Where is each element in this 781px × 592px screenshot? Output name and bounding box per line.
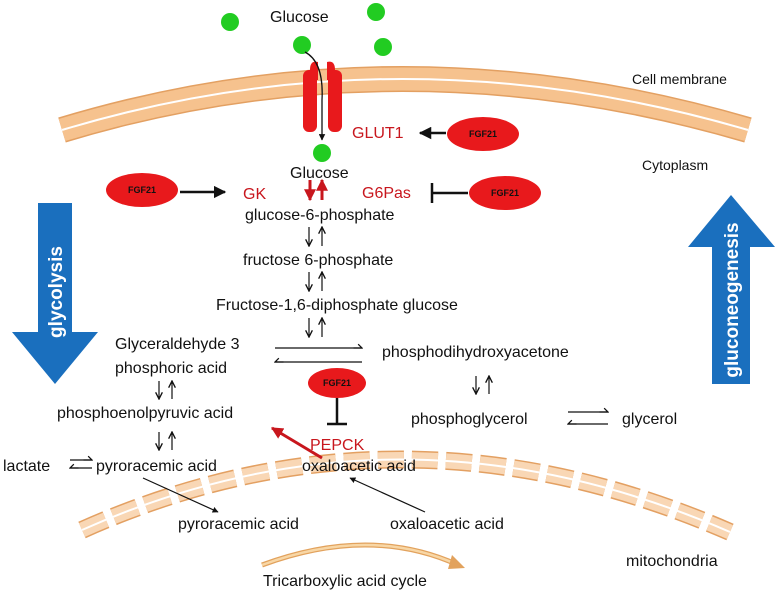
fgf21-label: FGF21 xyxy=(128,185,156,195)
f16dp-glyceraldehyde-arrows xyxy=(309,318,322,337)
glut1-label: GLUT1 xyxy=(352,125,404,142)
fgf21-label: FGF21 xyxy=(491,188,519,198)
glyceraldehyde-label-line1: Glyceraldehyde 3 xyxy=(115,336,240,353)
f6p-f16dp-arrows xyxy=(309,272,322,291)
glucose-molecule xyxy=(293,36,311,54)
fgf21-g6pas: FGF21 xyxy=(469,176,541,210)
fgf21-glut1: FGF21 xyxy=(447,117,519,151)
f16dp-label: Fructose-1,6-diphosphate glucose xyxy=(216,297,458,314)
glycolysis-arrow: glycolysis xyxy=(12,203,98,384)
cytoplasm-label: Cytoplasm xyxy=(642,157,708,173)
cell-membrane xyxy=(58,66,752,143)
dhap-label: phosphodihydroxyacetone xyxy=(382,344,569,361)
tca-label: Tricarboxylic acid cycle xyxy=(263,573,427,590)
glucose-molecule xyxy=(221,13,239,31)
lactate-label: lactate xyxy=(3,458,50,475)
pyruvate-mitochondria-label: pyroracemic acid xyxy=(178,516,299,533)
glucose-transport-arrow xyxy=(304,51,326,141)
mitochondria-membrane xyxy=(78,450,734,541)
glycolysis-label: glycolysis xyxy=(46,246,67,338)
gluconeogenesis-label: gluconeogenesis xyxy=(722,222,743,377)
glucose-molecule xyxy=(367,3,385,21)
tca-cycle-arc xyxy=(261,542,465,569)
glyceraldehyde-pep-arrows xyxy=(159,381,172,399)
gluconeogenesis-arrow: gluconeogenesis xyxy=(688,195,775,384)
fgf21-pepck: FGF21 xyxy=(308,368,366,398)
cell-membrane-label: Cell membrane xyxy=(632,71,727,87)
g6pas-label: G6Pas xyxy=(362,185,411,202)
phosphoglycerol-glycerol-arrows xyxy=(568,412,608,424)
g6p-f6p-arrows xyxy=(309,227,322,246)
oaa-mitochondria-label: oxaloacetic acid xyxy=(390,516,504,533)
phosphoglycerol-label: phosphoglycerol xyxy=(411,411,528,428)
fgf21-gk: FGF21 xyxy=(106,173,178,207)
f6p-label: fructose 6-phosphate xyxy=(243,252,393,269)
glyceraldehyde-dhap-arrows xyxy=(275,348,362,362)
oaa-cytoplasm-label: oxaloacetic acid xyxy=(302,458,416,475)
fgf21-label: FGF21 xyxy=(469,129,497,139)
lactate-pyruvate-arrows xyxy=(70,460,92,468)
oaa-out-of-mitochondria-arrow xyxy=(349,477,426,513)
glucose-molecule xyxy=(313,144,331,162)
pyruvate-cytoplasm-label: pyroracemic acid xyxy=(96,458,217,475)
pep-pyruvate-arrows xyxy=(159,432,172,450)
mitochondria-label: mitochondria xyxy=(626,553,718,570)
glucose-intracellular-label: Glucose xyxy=(290,165,349,182)
dhap-phosphoglycerol-arrows xyxy=(476,376,489,394)
pepck-label: PEPCK xyxy=(310,437,365,454)
glucose-extracellular-label: Glucose xyxy=(270,9,329,26)
pyruvate-into-mitochondria-arrow xyxy=(142,477,219,513)
glyceraldehyde-label-line2: phosphoric acid xyxy=(115,360,227,377)
glucose-molecule xyxy=(374,38,392,56)
glut1-transporter xyxy=(303,61,342,132)
glycerol-label: glycerol xyxy=(622,411,677,428)
gk-label: GK xyxy=(243,186,266,203)
pepck-red-arrow xyxy=(270,426,323,460)
pep-label: phosphoenolpyruvic acid xyxy=(57,405,233,422)
g6p-label: glucose-6-phosphate xyxy=(245,207,395,224)
fgf21-label: FGF21 xyxy=(323,378,351,388)
